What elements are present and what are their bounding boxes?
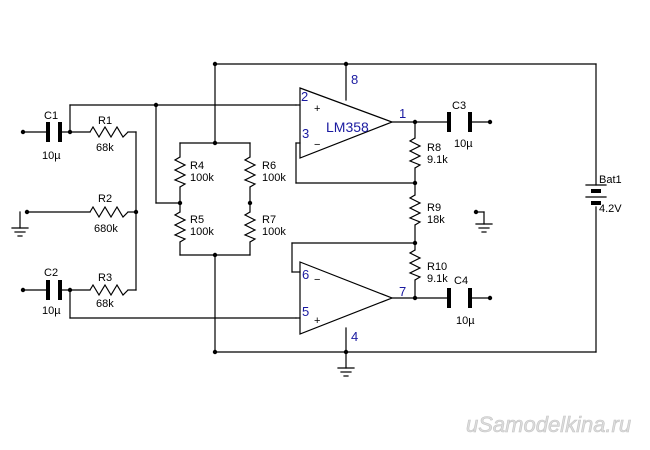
resistor-r8: R8 9.1k — [408, 137, 448, 169]
opamp-bottom-minus: − — [314, 274, 320, 286]
c3-value: 10µ — [454, 138, 473, 150]
pin-3-label: 3 — [302, 126, 309, 141]
c4-name: C4 — [454, 275, 468, 287]
r5-name: R5 — [190, 214, 204, 226]
r7-value: 100k — [262, 226, 286, 238]
bat1-name: Bat1 — [599, 174, 622, 186]
c3-name: C3 — [452, 100, 466, 112]
capacitor-c4: C4 10µ — [447, 275, 475, 327]
opamp-top-minus: − — [314, 139, 320, 151]
opamp-top: + − LM358 — [299, 87, 394, 159]
c1-name: C1 — [44, 110, 58, 122]
r1-name: R1 — [98, 115, 112, 127]
capacitor-c2: C2 10µ — [42, 267, 62, 317]
r2-name: R2 — [98, 193, 112, 205]
r2-value: 680k — [94, 223, 118, 235]
resistor-r9: R9 18k — [408, 194, 445, 226]
pin-4-label: 4 — [351, 329, 358, 344]
pin-6-label: 6 — [302, 267, 309, 282]
r9-value: 18k — [427, 214, 445, 226]
capacitor-c1: C1 10µ — [42, 110, 62, 162]
r3-name: R3 — [98, 272, 112, 284]
resistor-r3: R3 68k — [89, 272, 129, 310]
r10-name: R10 — [427, 261, 447, 273]
pin-1-label: 1 — [399, 106, 406, 121]
c4-value: 10µ — [456, 315, 475, 327]
battery-bat1: Bat1 4.2V — [585, 174, 622, 215]
opamp-bottom-plus: + — [314, 315, 320, 327]
r1-value: 68k — [96, 142, 114, 154]
c2-name: C2 — [44, 267, 58, 279]
wires — [19, 63, 597, 369]
opamp-top-plus: + — [314, 103, 320, 115]
r9-name: R9 — [427, 202, 441, 214]
r8-name: R8 — [427, 142, 441, 154]
r6-name: R6 — [262, 160, 276, 172]
resistor-r1: R1 68k — [89, 115, 129, 154]
opamp-bottom: − + — [299, 261, 394, 335]
watermark: uSamodelkina.ru — [466, 412, 631, 437]
pin-2-label: 2 — [301, 89, 308, 104]
r5-value: 100k — [190, 226, 214, 238]
ground-symbol-right — [475, 223, 493, 233]
r10-value: 9.1k — [427, 273, 448, 285]
r6-value: 100k — [262, 172, 286, 184]
pin-8-label: 8 — [351, 72, 358, 87]
r7-name: R7 — [262, 214, 276, 226]
r3-value: 68k — [96, 298, 114, 310]
chip-label: LM358 — [326, 119, 369, 135]
resistor-r4: R4 100k — [173, 156, 214, 188]
r8-value: 9.1k — [427, 154, 448, 166]
bat1-value: 4.2V — [599, 203, 622, 215]
pin-5-label: 5 — [302, 304, 309, 319]
resistor-r6: R6 100k — [243, 156, 286, 188]
resistor-r7: R7 100k — [243, 211, 286, 243]
c2-value: 10µ — [42, 305, 61, 317]
ground-symbol-bottom — [337, 367, 355, 377]
pin-numbers: 2 3 8 1 6 5 7 4 — [301, 72, 406, 344]
ground-symbol-left — [11, 227, 29, 237]
c1-value: 10µ — [42, 150, 61, 162]
resistor-r10: R10 9.1k — [408, 249, 448, 285]
junctions — [20, 61, 493, 355]
resistor-r2: R2 680k — [89, 193, 129, 235]
r4-value: 100k — [190, 172, 214, 184]
resistor-r5: R5 100k — [173, 211, 214, 243]
pin-7-label: 7 — [399, 284, 406, 299]
r4-name: R4 — [190, 160, 204, 172]
capacitor-c3: C3 10µ — [447, 100, 473, 150]
